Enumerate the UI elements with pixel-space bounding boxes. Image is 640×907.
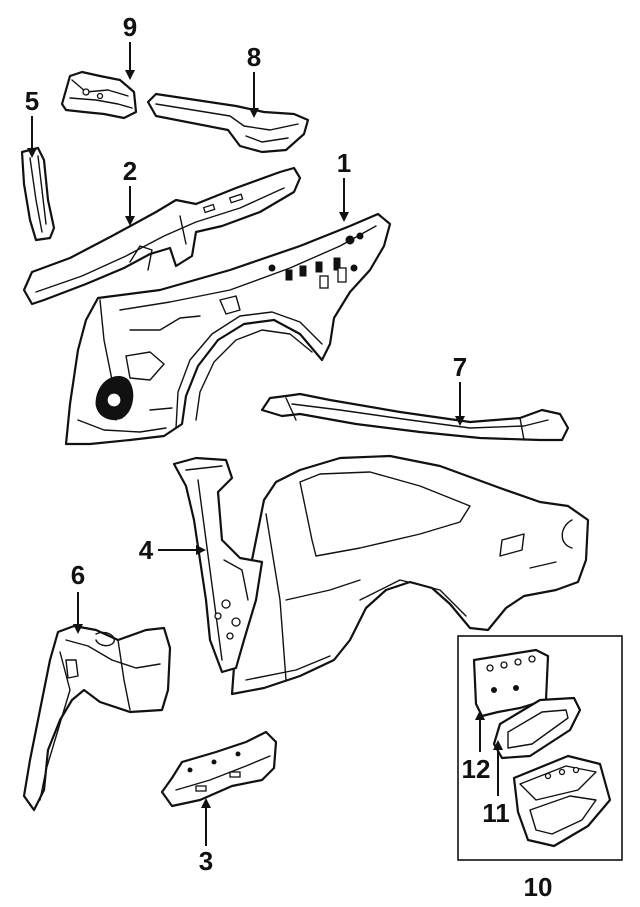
part-7-rear-rail: [260, 392, 570, 442]
callout-11: 11: [482, 798, 510, 828]
part-6-wheelhouse: [22, 624, 172, 812]
callout-1: 1: [337, 148, 351, 178]
callout-8: 8: [247, 42, 261, 72]
part-3-lower-bracket: [160, 730, 278, 808]
callout-2: 2: [123, 156, 137, 186]
callout-4: 4: [139, 535, 154, 565]
callouts: 9 8 5 2 1 7 4 6 3 12 11 10: [25, 12, 553, 902]
callout-3: 3: [199, 846, 213, 876]
outer-quarter-panel: [230, 454, 590, 696]
callout-7: 7: [453, 352, 467, 382]
callout-6: 6: [71, 560, 85, 590]
part-8-rail: [146, 92, 310, 154]
callout-10: 10: [524, 872, 553, 902]
part-9-bracket: [60, 70, 138, 120]
callout-5: 5: [25, 86, 39, 116]
callout-9: 9: [123, 12, 137, 42]
part-1-inner-panel: [64, 212, 392, 446]
callout-12: 12: [462, 754, 491, 784]
part-12-plate: [472, 648, 550, 718]
part-10-duct: [512, 754, 612, 848]
parts-10-box: [457, 635, 623, 861]
leader-lines: [27, 42, 503, 846]
part-2-inner-rail: [22, 166, 302, 306]
part-5-pillar: [20, 146, 56, 242]
